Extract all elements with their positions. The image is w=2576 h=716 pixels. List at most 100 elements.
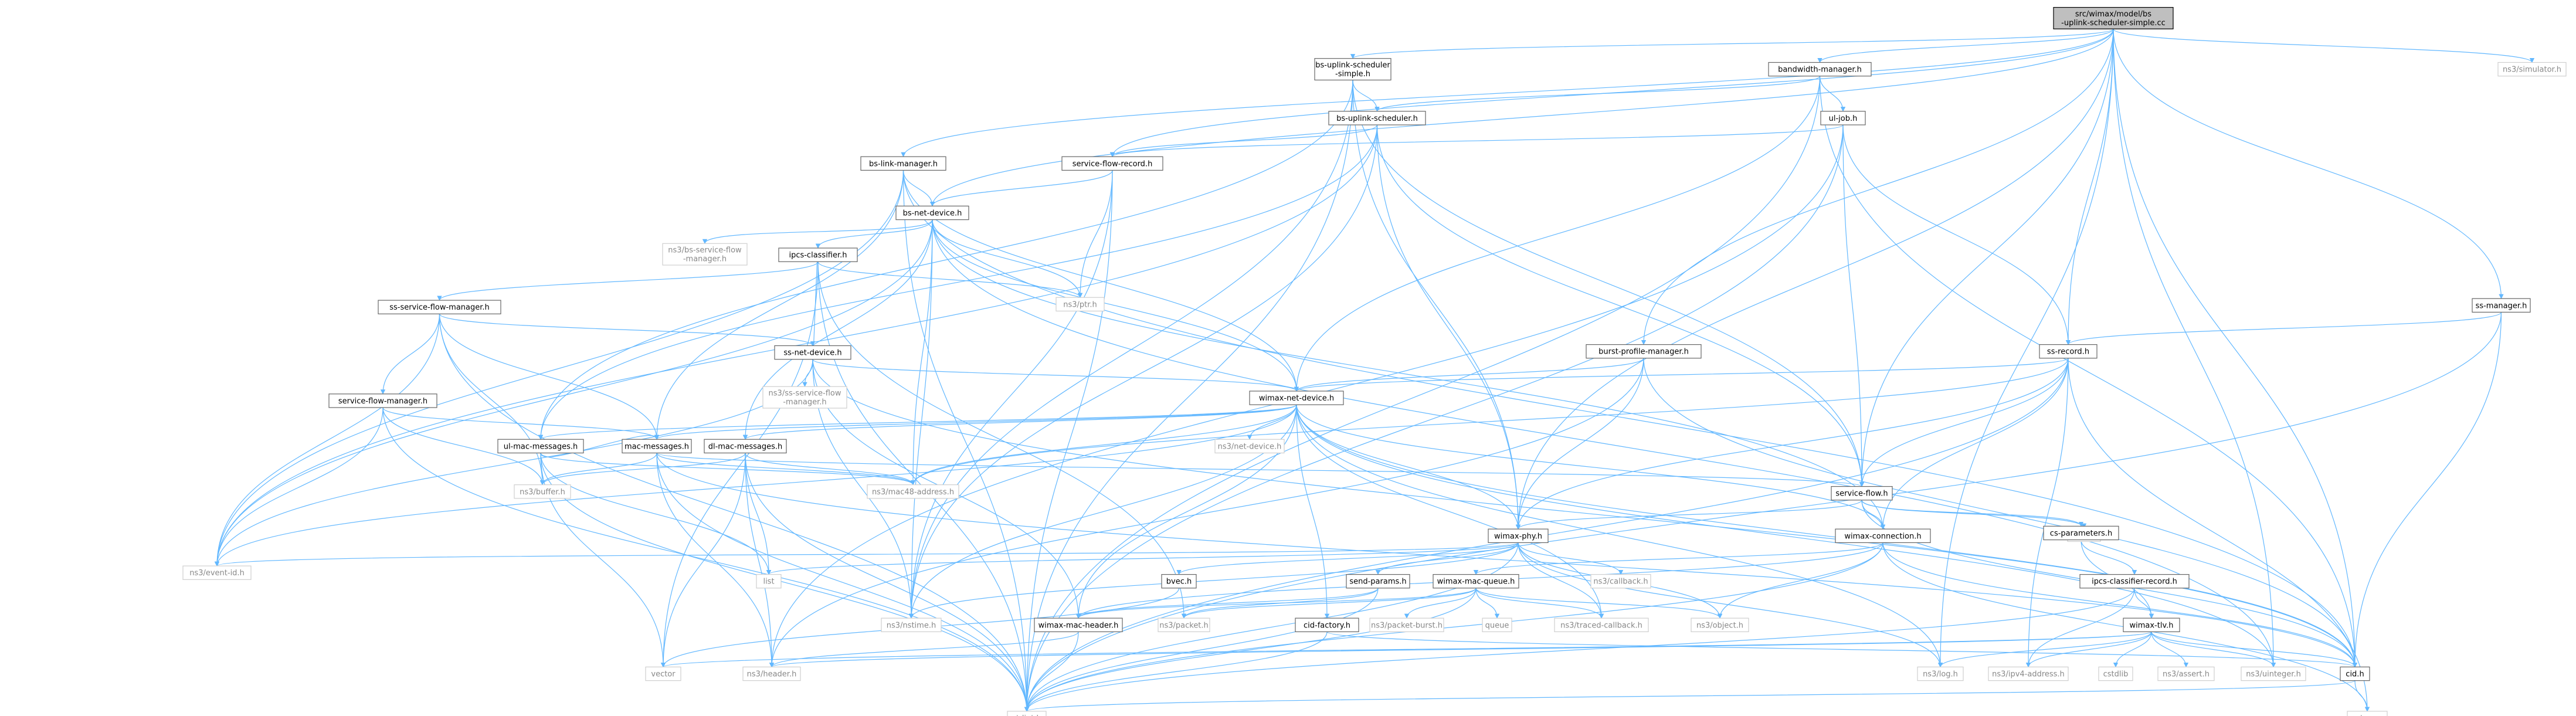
edge-uljob-to-ssrec	[1842, 124, 2071, 345]
node-label: ns3/mac48-address.h	[872, 488, 954, 497]
node-label: cid-factory.h	[1304, 621, 1350, 630]
edge-bsnd-to-bssfm	[702, 219, 933, 245]
node-ipcs[interactable]: ipcs-classifier.h	[778, 247, 858, 262]
node-box	[622, 439, 692, 454]
edge-ssrec-to-ostream	[2068, 358, 2370, 712]
node-sssfm[interactable]: ss-service-flow-manager.h	[378, 300, 501, 314]
node-bwmgr[interactable]: bandwidth-manager.h	[1768, 62, 1872, 77]
node-ulmm[interactable]: ul-mac-messages.h	[497, 439, 584, 454]
node-box	[2123, 617, 2180, 632]
edge-cidf-to-cid	[1326, 631, 2357, 668]
edge-wnd-to-cid	[1296, 405, 2358, 668]
node-sfr[interactable]: service-flow-record.h	[1061, 156, 1163, 171]
node-wconn[interactable]: wimax-connection.h	[1835, 528, 1931, 544]
node-box	[1314, 58, 1391, 81]
edge-wtlv-to-nsuint	[2151, 632, 2276, 668]
edge-bsnd-to-nsevent	[214, 219, 933, 566]
node-nsmac48: ns3/mac48-address.h	[867, 484, 959, 499]
node-sflow[interactable]: service-flow.h	[1831, 486, 1893, 501]
node-label: -simple.h	[1335, 70, 1370, 79]
node-macmsg[interactable]: mac-messages.h	[622, 439, 692, 454]
edge-ulmm-to-stdint	[540, 453, 1030, 712]
node-bsnd[interactable]: bs-net-device.h	[895, 205, 969, 220]
node-nsuint: ns3/uinteger.h	[2241, 666, 2306, 681]
node-cstdlib: cstdlib	[2098, 666, 2133, 681]
node-box	[2043, 525, 2119, 541]
node-uljob[interactable]: ul-job.h	[1820, 111, 1866, 125]
edge-bwmgr-to-uljob	[1819, 76, 1846, 112]
node-ssrec[interactable]: ss-record.h	[2039, 344, 2098, 359]
node-blm[interactable]: bs-link-manager.h	[860, 156, 946, 171]
edge-wmq-to-nspacket	[1181, 588, 1477, 619]
node-ipcsrec[interactable]: ipcs-classifier-record.h	[2079, 574, 2190, 589]
edge-csparams-to-ipcsrec	[2081, 539, 2137, 575]
node-box	[2497, 62, 2567, 77]
edge-sssfm-to-sfm	[380, 314, 440, 395]
edge-sendp-to-wmh	[1075, 588, 1379, 619]
node-box	[645, 666, 681, 681]
edge-cid-to-stdint	[1024, 680, 2356, 712]
node-nsassert: ns3/assert.h	[2157, 666, 2215, 681]
node-cidf[interactable]: cid-factory.h	[1295, 617, 1359, 632]
node-label: ns3/traced-callback.h	[1560, 621, 1642, 630]
node-nsevent: ns3/event-id.h	[182, 565, 252, 580]
node-wtlv[interactable]: wimax-tlv.h	[2123, 617, 2180, 632]
node-label: ns3/bs-service-flow	[668, 246, 742, 255]
edge-wmq-to-wmh	[1075, 588, 1477, 619]
edge-wmq-to-nstcb	[1475, 588, 1604, 619]
edge-macmsg-to-nsheader	[656, 453, 775, 668]
edge-wnd-to-nslog	[1296, 405, 1943, 668]
edge-wtlv-to-cstdlib	[2113, 632, 2152, 668]
edge-ipcs-to-sssfm	[437, 261, 819, 301]
node-nsbuf: ns3/buffer.h	[514, 484, 571, 499]
edge-bssch-to-nsnstime	[908, 124, 1378, 619]
node-root[interactable]: src/wimax/model/bs-uplink-scheduler-simp…	[2053, 6, 2174, 29]
node-box	[1249, 391, 1344, 405]
node-sfm[interactable]: service-flow-manager.h	[328, 393, 437, 408]
edge-ulmm-to-nsmac48	[540, 452, 916, 486]
edge-wnd-to-nsmac48	[910, 405, 1297, 486]
node-csparams[interactable]: cs-parameters.h	[2043, 525, 2119, 541]
node-bvec[interactable]: bvec.h	[1161, 574, 1197, 589]
node-box	[182, 565, 252, 580]
node-label: wimax-mac-queue.h	[1437, 578, 1515, 586]
node-label: ns3/callback.h	[1593, 578, 1648, 586]
node-wmh[interactable]: wimax-mac-header.h	[1034, 617, 1123, 632]
node-label: ns3/net-device.h	[1218, 442, 1282, 451]
node-nsnd: ns3/net-device.h	[1214, 439, 1285, 454]
node-box	[1055, 297, 1105, 312]
edge-wtlv-to-nsipv4	[2025, 632, 2152, 668]
node-cid[interactable]: cid.h	[2340, 666, 2370, 681]
node-wmq[interactable]: wimax-mac-queue.h	[1433, 574, 1519, 589]
node-box	[1433, 574, 1519, 589]
node-ssnd[interactable]: ss-net-device.h	[774, 345, 851, 360]
edge-root-to-bsnd	[929, 29, 2114, 207]
node-box	[1831, 486, 1893, 501]
node-box	[1161, 574, 1197, 589]
node-box	[1007, 711, 1047, 716]
node-box	[1034, 617, 1123, 632]
node-bssch[interactable]: bs-uplink-scheduler.h	[1328, 111, 1426, 125]
edge-wphy-to-bvec	[1176, 542, 1519, 575]
node-dlmm[interactable]: dl-mac-messages.h	[704, 439, 787, 454]
node-bpm[interactable]: burst-profile-manager.h	[1586, 344, 1702, 359]
node-box	[1768, 62, 1872, 77]
node-label: service-flow-record.h	[1073, 160, 1153, 168]
node-wnd[interactable]: wimax-net-device.h	[1249, 391, 1344, 405]
edge-bwmgr-to-bssch	[1374, 76, 1821, 112]
node-label: bvec.h	[1166, 578, 1192, 586]
node-nssssfm: ns3/ss-service-flow-manager.h	[762, 386, 847, 409]
node-bsus[interactable]: bs-uplink-scheduler-simple.h	[1314, 58, 1391, 81]
node-wphy[interactable]: wimax-phy.h	[1488, 528, 1549, 544]
node-nsobj: ns3/object.h	[1691, 617, 1749, 632]
node-label: ss-net-device.h	[783, 349, 841, 358]
edge-dlmm-to-nsheader	[745, 453, 775, 668]
edge-ssrec-to-wconn	[1880, 358, 2069, 530]
node-box	[2053, 6, 2174, 29]
node-box	[1369, 617, 1444, 632]
node-ssmgr[interactable]: ss-manager.h	[2472, 298, 2531, 313]
node-box	[860, 156, 946, 171]
node-sendp[interactable]: send-params.h	[1346, 574, 1410, 589]
edge-blm-to-cid	[902, 170, 2358, 668]
node-box	[1835, 528, 1931, 544]
